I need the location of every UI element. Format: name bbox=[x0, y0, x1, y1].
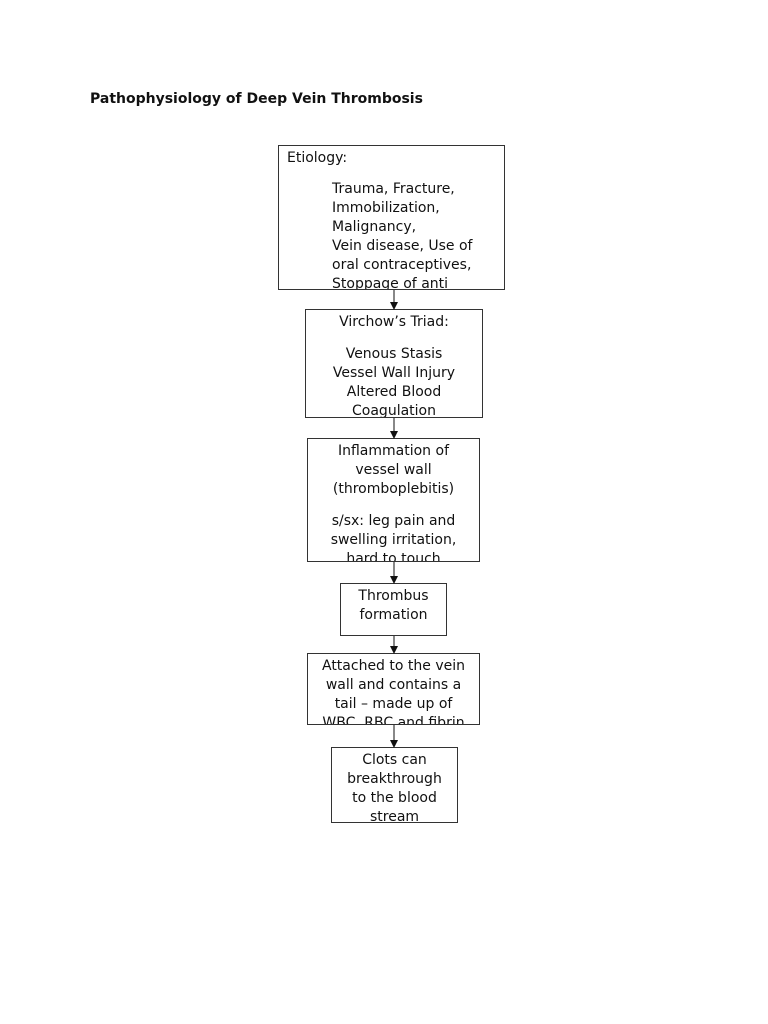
thrombus-formation-text: Thrombus formation bbox=[358, 588, 429, 623]
etiology-causes: Trauma, Fracture, Immobilization, Malign… bbox=[332, 181, 473, 290]
inflammation-signs-symptoms: s/sx: leg pain and swelling irritation, … bbox=[330, 513, 457, 562]
attached-vein-wall-text: Attached to the vein wall and contains a… bbox=[321, 658, 465, 725]
virchow-triad-heading: Virchow’s Triad: bbox=[339, 314, 449, 330]
thrombus-formation-box: Thrombus formation bbox=[340, 583, 447, 636]
virchow-triad-box: Virchow’s Triad: Venous Stasis Vessel Wa… bbox=[305, 309, 483, 418]
attached-vein-wall-box: Attached to the vein wall and contains a… bbox=[307, 653, 480, 725]
inflammation-box: Inflammation of vessel wall (thrombopleb… bbox=[307, 438, 480, 562]
inflammation-heading: Inflammation of vessel wall (thrombopleb… bbox=[332, 443, 455, 497]
clot-breakthrough-box: Clots can breakthrough to the blood stre… bbox=[331, 747, 458, 823]
document-title: Pathophysiology of Deep Vein Thrombosis bbox=[90, 91, 423, 107]
clot-breakthrough-text: Clots can breakthrough to the blood stre… bbox=[347, 752, 442, 823]
etiology-heading: Etiology: bbox=[287, 150, 348, 166]
virchow-triad-items: Venous Stasis Vessel Wall Injury Altered… bbox=[332, 346, 456, 418]
etiology-box: Etiology: Trauma, Fracture, Immobilizati… bbox=[278, 145, 505, 290]
